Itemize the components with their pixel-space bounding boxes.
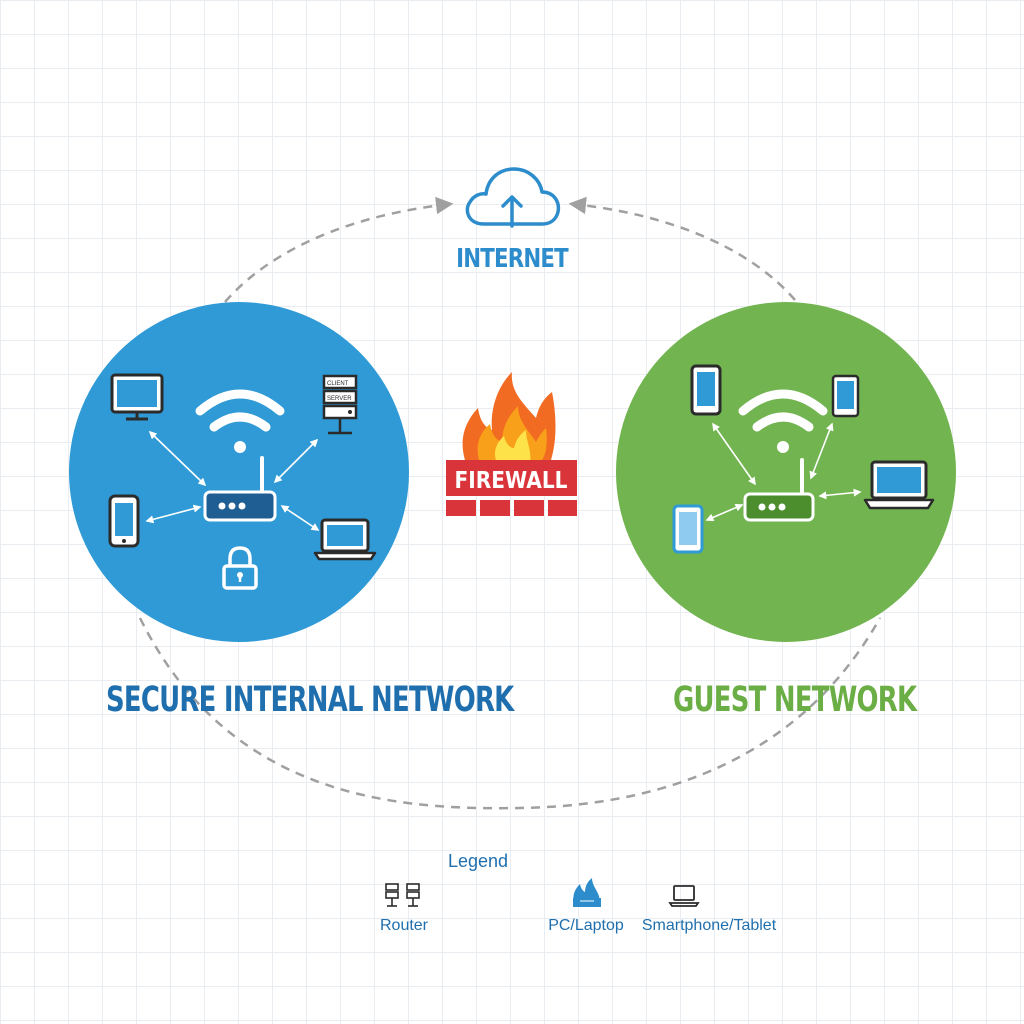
dashed-link-secure-internet [224,196,454,303]
firewall-label: FIREWALL [455,468,568,494]
dashed-link-guest-internet [568,196,796,301]
secure-network-label: SECURE INTERNAL NETWORK [106,680,514,720]
legend-label-router: Router [379,917,429,934]
legend-laptop-icon [668,885,700,907]
secure-monitor-icon [110,373,164,421]
guest-phone-icon [831,374,860,418]
firewall-flame-icon [462,372,556,463]
legend-server-rack-icon [385,883,420,907]
guest-tablet-icon [690,364,722,416]
secure-laptop-icon [313,518,377,561]
secure-router-icon [203,456,277,522]
secure-network-circle [69,302,409,642]
padlock-icon [222,546,258,590]
guest-network-label: GUEST NETWORK [673,680,917,720]
secure-phone-icon [108,494,140,548]
internet-label: INTERNET [456,244,569,274]
legend-label-smartphone-tablet: Smartphone/Tablet [641,917,777,934]
server-text-server: SERVER [327,396,352,402]
guest-phone-small-icon [672,504,704,554]
firewall-brick-wall [446,460,577,516]
dashed-link-bottom-loop [138,617,882,810]
legend-title: Legend [447,851,509,871]
guest-laptop-icon [863,460,935,510]
legend-firewall-flame-icon [573,878,601,907]
secure-server-icon: CLIENT SERVER [322,374,358,435]
guest-connection-arrows [705,422,862,522]
cloud-upload-icon [465,167,561,228]
guest-wifi-icon [738,389,828,453]
secure-connection-arrows [145,430,320,531]
guest-router-icon [743,458,815,522]
legend-label-pc-laptop: PC/Laptop [548,917,624,934]
secure-wifi-icon [195,389,285,453]
server-text-client: CLIENT [327,381,349,387]
